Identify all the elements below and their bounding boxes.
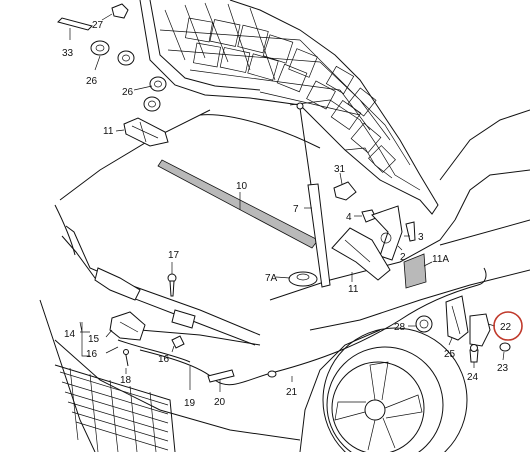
label-11-lower: 11 bbox=[348, 284, 359, 295]
part-7-gas-strut bbox=[296, 102, 331, 288]
label-10: 10 bbox=[236, 181, 248, 192]
label-20: 20 bbox=[214, 397, 226, 408]
label-14: 14 bbox=[64, 329, 76, 340]
label-28: 28 bbox=[394, 322, 406, 333]
label-16-right: 16 bbox=[158, 354, 170, 365]
label-24: 24 bbox=[467, 372, 479, 383]
part-24-screw bbox=[469, 344, 479, 363]
label-2: 2 bbox=[400, 252, 406, 263]
label-25: 25 bbox=[444, 349, 456, 360]
part-2-hinge-bracket bbox=[371, 205, 403, 261]
part-11-hinge-lower bbox=[331, 227, 391, 281]
part-15-latch bbox=[109, 311, 146, 341]
part-11A-pad bbox=[403, 253, 427, 289]
hood-panel bbox=[139, 0, 439, 215]
label-23: 23 bbox=[497, 363, 509, 374]
part-22-handle-cover bbox=[469, 313, 491, 347]
leader-lines bbox=[69, 13, 505, 392]
label-18: 18 bbox=[120, 375, 132, 386]
front-grille bbox=[54, 364, 176, 453]
part-31-buffer bbox=[333, 181, 357, 201]
label-15: 15 bbox=[88, 334, 100, 345]
part-16-clip bbox=[171, 335, 185, 349]
part-21-cable-grommet bbox=[267, 370, 277, 378]
label-27: 27 bbox=[92, 20, 104, 31]
label-17: 17 bbox=[168, 250, 180, 261]
part-26-grommet-upper bbox=[90, 40, 135, 66]
part-17-bolt bbox=[167, 273, 177, 297]
callout-labels: 27 33 26 26 11 10 31 7 4 3 2 11A 7A 11 1… bbox=[62, 20, 512, 409]
part-11-hinge-upper bbox=[123, 117, 169, 147]
part-23-clip bbox=[499, 342, 511, 352]
label-7: 7 bbox=[293, 204, 299, 215]
part-27-clip bbox=[111, 3, 129, 19]
label-11-upper: 11 bbox=[103, 126, 114, 137]
highlight-circle-part-22 bbox=[493, 311, 523, 341]
part-33-strip bbox=[57, 17, 93, 31]
label-33: 33 bbox=[62, 48, 74, 59]
label-11A: 11A bbox=[432, 254, 449, 265]
label-3: 3 bbox=[418, 232, 424, 243]
label-4: 4 bbox=[346, 212, 352, 223]
part-14-lock-carrier bbox=[61, 225, 261, 346]
label-7A: 7A bbox=[265, 273, 278, 284]
part-19-release-cable bbox=[117, 267, 487, 386]
part-18-cable-end bbox=[123, 349, 129, 367]
label-19: 19 bbox=[184, 398, 196, 409]
part-7A-strut-mount bbox=[288, 271, 318, 287]
label-31: 31 bbox=[334, 164, 346, 175]
part-20-cable-holder bbox=[207, 369, 235, 383]
part-25-release-handle bbox=[445, 295, 469, 341]
label-21: 21 bbox=[286, 387, 298, 398]
part-28-cap bbox=[415, 315, 433, 333]
car-body-outline bbox=[39, 109, 530, 453]
label-26-upper: 26 bbox=[86, 76, 98, 87]
part-26-grommet-lower bbox=[143, 76, 167, 112]
label-16-left: 16 bbox=[86, 349, 98, 360]
label-22: 22 bbox=[500, 322, 512, 333]
label-26-lower: 26 bbox=[122, 87, 134, 98]
part-3-bolt bbox=[405, 221, 416, 242]
front-wheel bbox=[322, 327, 468, 457]
